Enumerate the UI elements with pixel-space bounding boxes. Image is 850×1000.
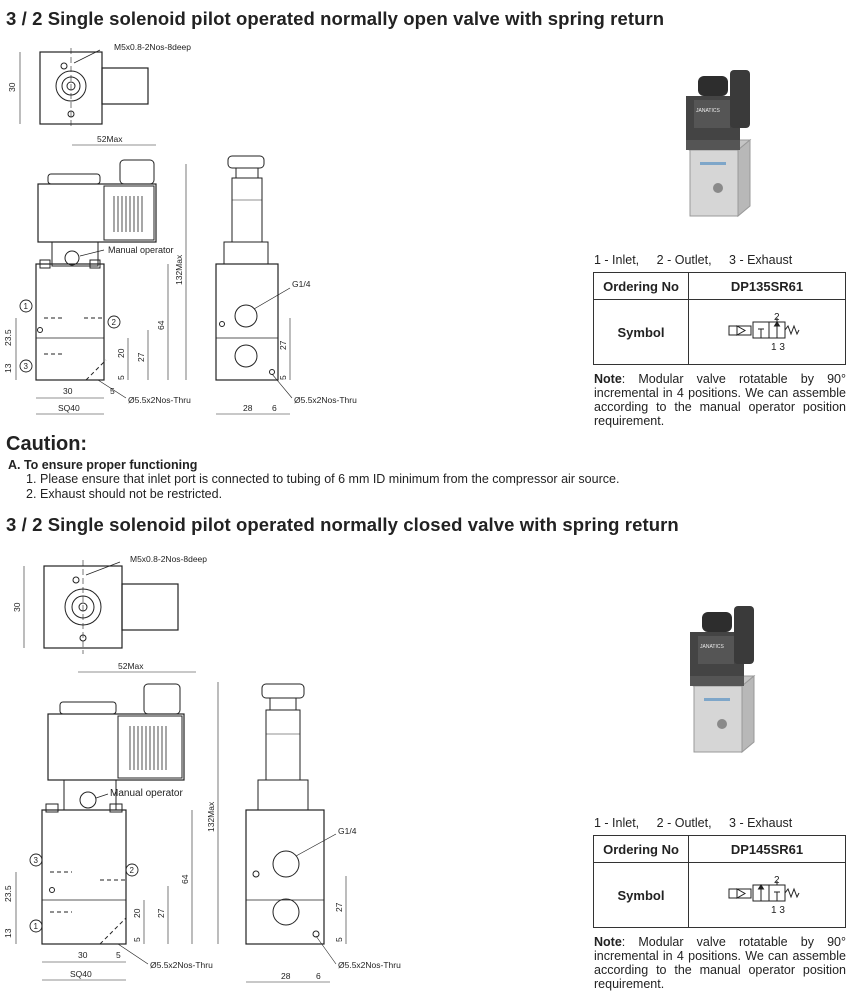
dim-5-label: 5 — [116, 375, 126, 380]
dim-5b-label: 5 — [110, 386, 115, 396]
port-legend-inlet: 1 - Inlet, — [594, 253, 640, 267]
ordering-label: Ordering No — [593, 272, 689, 300]
caution-list: 1.Please ensure that inlet port is conne… — [26, 472, 619, 502]
dim-5b-label: 5 — [116, 950, 121, 960]
note-text: : Modular valve rotatable by 90° increme… — [594, 935, 846, 991]
caution-title: Caution: — [6, 433, 88, 455]
dim-27-label: 27 — [136, 352, 146, 362]
side-5-label: 5 — [278, 375, 288, 380]
thru-hole-label: Ø5.5x2Nos-Thru — [128, 395, 191, 405]
valve-photo: JANATICS — [676, 596, 756, 763]
valve-photo: JANATICS — [672, 60, 752, 227]
photo-brand-label: JANATICS — [700, 644, 724, 650]
symbol-port-top: 2 — [774, 312, 780, 323]
caution-item: 2.Exhaust should not be restricted. — [26, 487, 619, 502]
sq40-label: SQ40 — [58, 403, 80, 413]
dim-6-label: 6 — [272, 403, 277, 413]
port-legend-outlet: 2 - Outlet, — [656, 253, 712, 267]
port-legend-outlet: 2 - Outlet, — [656, 816, 712, 830]
port-legend-exhaust: 3 - Exhaust — [729, 816, 793, 830]
sq40-label: SQ40 — [70, 969, 92, 979]
port-3-marker: 3 — [24, 362, 29, 371]
dim-23-5-label: 23.5 — [3, 885, 13, 902]
ports-legend: 1 - Inlet, 2 - Outlet, 3 - Exhaust — [594, 253, 806, 267]
width-max-label: 52Max — [118, 661, 144, 671]
note-label: Note — [594, 372, 622, 386]
dim-64-label: 64 — [156, 320, 166, 330]
manual-operator-label: Manual operator — [108, 245, 174, 255]
ordering-number: DP135SR61 — [688, 272, 846, 300]
dim-30-label: 30 — [12, 602, 22, 612]
thru-hole-label: Ø5.5x2Nos-Thru — [150, 960, 213, 970]
dim-64-label: 64 — [180, 874, 190, 884]
valve-symbol: 2 1 3 — [688, 862, 846, 928]
dim-13-label: 13 — [3, 928, 13, 938]
ports-legend: 1 - Inlet, 2 - Outlet, 3 - Exhaust — [594, 816, 806, 830]
port-1-marker: 1 — [24, 302, 29, 311]
port-g14-label: G1/4 — [338, 826, 357, 836]
dim-23-5-label: 23.5 — [3, 329, 13, 346]
side-5-label: 5 — [334, 937, 344, 942]
dim-20-label: 20 — [116, 348, 126, 358]
port-2-marker: 2 — [112, 318, 117, 327]
ordering-label: Ordering No — [593, 835, 689, 863]
port-legend-inlet: 1 - Inlet, — [594, 816, 640, 830]
thru-hole-side-label: Ø5.5x2Nos-Thru — [294, 395, 357, 405]
mounting-label: M5x0.8-2Nos-8deep — [130, 554, 207, 564]
dim-132max-label: 132Max — [174, 254, 184, 285]
caution-subtitle: A. To ensure proper functioning — [8, 458, 198, 472]
caution-item-number: 1. — [26, 472, 37, 486]
port-legend-exhaust: 3 - Exhaust — [729, 253, 793, 267]
photo-brand-label: JANATICS — [696, 108, 720, 114]
dim-20-label: 20 — [132, 908, 142, 918]
dim-132max-label: 132Max — [206, 801, 216, 832]
caution-item: 1.Please ensure that inlet port is conne… — [26, 472, 619, 487]
ordering-table: Ordering No DP145SR61 Symbol 2 1 3 — [593, 835, 846, 928]
port-g14-label: G1/4 — [292, 279, 311, 289]
port-2-marker: 2 — [130, 866, 135, 875]
section-title: 3 / 2 Single solenoid pilot operated nor… — [6, 8, 665, 29]
valve-symbol: 2 1 3 — [688, 299, 846, 365]
dim-6-label: 6 — [316, 971, 321, 981]
width-max-label: 52Max — [97, 134, 123, 144]
ordering-table: Ordering No DP135SR61 Symbol 2 1 3 — [593, 272, 846, 365]
technical-drawing: M5x0.8-2Nos-8deep 30 52Max Manual operat… — [0, 540, 401, 1000]
port-3-marker: 3 — [34, 856, 39, 865]
symbol-label: Symbol — [593, 862, 689, 928]
mounting-label: M5x0.8-2Nos-8deep — [114, 42, 191, 52]
note-label: Note — [594, 935, 622, 949]
note-text: : Modular valve rotatable by 90° increme… — [594, 372, 846, 428]
dim-30b-label: 30 — [63, 386, 73, 396]
symbol-port-bottom: 1 3 — [771, 905, 785, 916]
ordering-number: DP145SR61 — [688, 835, 846, 863]
technical-drawing: M5x0.8-2Nos-8deep 30 52Max Manual operat… — [0, 0, 370, 435]
note-block: Note: Modular valve rotatable by 90° inc… — [594, 372, 846, 428]
manual-operator-label: Manual operator — [110, 788, 183, 799]
thru-hole-side-label: Ø5.5x2Nos-Thru — [338, 960, 401, 970]
dim-28-label: 28 — [281, 971, 291, 981]
dim-28-label: 28 — [243, 403, 253, 413]
dim-13-label: 13 — [3, 363, 13, 373]
caution-item-number: 2. — [26, 487, 37, 501]
note-block: Note: Modular valve rotatable by 90° inc… — [594, 935, 846, 991]
dim-27-label: 27 — [156, 908, 166, 918]
port-1-marker: 1 — [34, 922, 39, 931]
symbol-port-top: 2 — [774, 875, 780, 886]
symbol-port-bottom: 1 3 — [771, 342, 785, 353]
symbol-label: Symbol — [593, 299, 689, 365]
caution-item-text: Please ensure that inlet port is connect… — [40, 472, 620, 486]
caution-item-text: Exhaust should not be restricted. — [40, 487, 223, 501]
dim-30b-label: 30 — [78, 950, 88, 960]
section-title: 3 / 2 Single solenoid pilot operated nor… — [6, 514, 679, 535]
side-27-label: 27 — [334, 902, 344, 912]
dim-5-label: 5 — [132, 937, 142, 942]
side-27-label: 27 — [278, 340, 288, 350]
dim-30-label: 30 — [7, 82, 17, 92]
